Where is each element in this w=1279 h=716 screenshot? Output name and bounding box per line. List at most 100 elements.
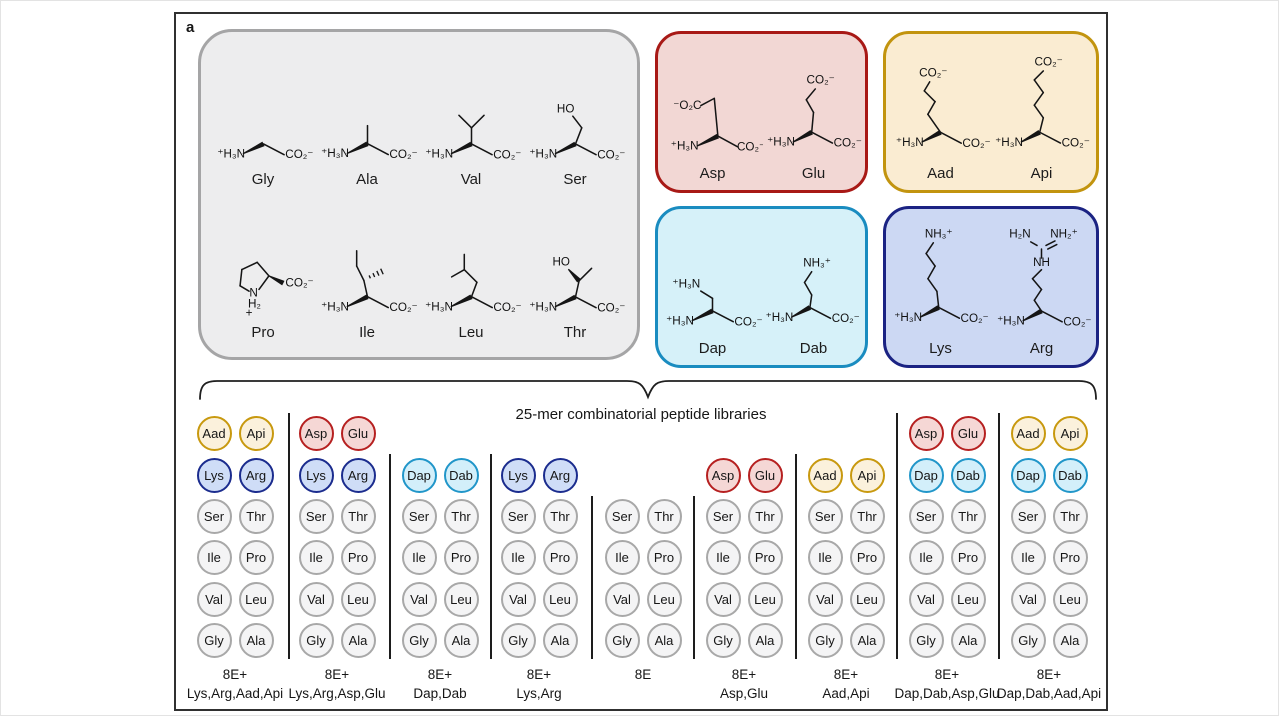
chem-label: CO₂⁻: [389, 148, 417, 161]
chem-label: CO₂⁻: [832, 312, 860, 325]
amino-acid-name: Ile: [359, 324, 375, 341]
library-circle-thr: Thr: [340, 498, 376, 534]
amino-acid-name: Arg: [1029, 340, 1054, 357]
chem-label: CO₂⁻: [493, 148, 521, 161]
library-circle-gly: Gly: [196, 623, 232, 659]
library-circle-gly: Gly: [500, 623, 536, 659]
library-circle-pro: Pro: [950, 540, 986, 576]
library-label-9: 8E+Dap,Dab,Aad,Api: [969, 665, 1129, 703]
amino-acid-name: Thr: [563, 324, 587, 341]
library-circle-lys: Lys: [298, 457, 334, 493]
library-circle-api: Api: [849, 457, 885, 493]
library-circle-ile: Ile: [604, 540, 640, 576]
library-circle-gly: Gly: [401, 623, 437, 659]
library-circle-gly: Gly: [1010, 623, 1046, 659]
library-label-line1: 8E+: [222, 667, 248, 682]
chem-label: NH₃⁺: [803, 256, 831, 269]
library-circle-ala: Ala: [443, 623, 479, 659]
library-circle-ala: Ala: [238, 623, 274, 659]
column-divider-5: [693, 495, 695, 659]
library-circle-ser: Ser: [705, 498, 741, 534]
chem-label: CO₂⁻: [597, 301, 625, 314]
chem-label: ⁻O₂C: [673, 99, 701, 112]
library-circle-aad: Aad: [807, 457, 843, 493]
library-label-5: 8E: [563, 665, 723, 684]
chem-label: ⁺H₃N: [894, 311, 922, 324]
library-circle-val: Val: [807, 581, 843, 617]
chem-label: ⁺H₃N: [995, 136, 1023, 149]
library-circle-asp: Asp: [908, 416, 944, 452]
library-circle-glu: Glu: [950, 416, 986, 452]
library-circle-thr: Thr: [950, 498, 986, 534]
circle-row: [592, 413, 694, 454]
library-circle-pro: Pro: [849, 540, 885, 576]
library-circle-ile: Ile: [401, 540, 437, 576]
chem-label: CO₂⁻: [919, 66, 947, 79]
circle-row: [592, 454, 694, 495]
library-circle-aad: Aad: [196, 416, 232, 452]
library-circle-gly: Gly: [298, 623, 334, 659]
amino-acid-name: Leu: [458, 324, 484, 341]
amino-acid-name: Val: [460, 170, 482, 188]
library-circle-leu: Leu: [849, 581, 885, 617]
chem-label: CO₂⁻: [285, 148, 313, 161]
chem-label: ⁺H₃N: [672, 277, 700, 290]
library-circle-ser: Ser: [196, 498, 232, 534]
library-label-line1: 8E+: [833, 667, 859, 682]
chem-label: CO₂⁻: [807, 74, 835, 87]
library-circle-val: Val: [298, 581, 334, 617]
column-divider-8: [998, 413, 1000, 659]
amino-acid-name: Dap: [698, 340, 727, 357]
library-circle-val: Val: [908, 581, 944, 617]
library-circle-glu: Glu: [747, 457, 783, 493]
chem-label: NH₂⁺: [1050, 227, 1078, 240]
library-circle-glu: Glu: [340, 416, 376, 452]
library-label-4: 8E+Lys,Arg: [459, 665, 619, 703]
amino-acid-name: Gly: [251, 170, 275, 188]
library-circle-ser: Ser: [908, 498, 944, 534]
chem-label: ⁺H₃N: [425, 147, 453, 160]
library-label-7: 8E+Aad,Api: [766, 665, 926, 703]
chem-label: CO₂⁻: [961, 312, 989, 325]
amino-acid-name: Pro: [251, 324, 275, 341]
library-circle-val: Val: [1010, 581, 1046, 617]
chem-label: CO₂⁻: [597, 148, 625, 161]
amino-acid-name: Asp: [699, 165, 726, 182]
library-label-line2: Lys,Arg: [516, 686, 562, 701]
library-circle-ala: Ala: [1052, 623, 1088, 659]
library-circle-ile: Ile: [908, 540, 944, 576]
chem-label: ⁺H₃N: [671, 140, 699, 153]
library-circle-thr: Thr: [747, 498, 783, 534]
library-circle-ser: Ser: [604, 498, 640, 534]
library-label-line2: Dap,Dab,Asp,Glu: [894, 686, 1000, 701]
library-circle-ala: Ala: [340, 623, 376, 659]
library-circle-api: Api: [1052, 416, 1088, 452]
chem-label: NH₃⁺: [925, 227, 953, 240]
library-circle-leu: Leu: [238, 581, 274, 617]
library-label-line1: 8E+: [934, 667, 960, 682]
chem-label: HO: [552, 256, 569, 269]
chem-label: H₂N: [1009, 227, 1030, 240]
library-circle-ile: Ile: [807, 540, 843, 576]
